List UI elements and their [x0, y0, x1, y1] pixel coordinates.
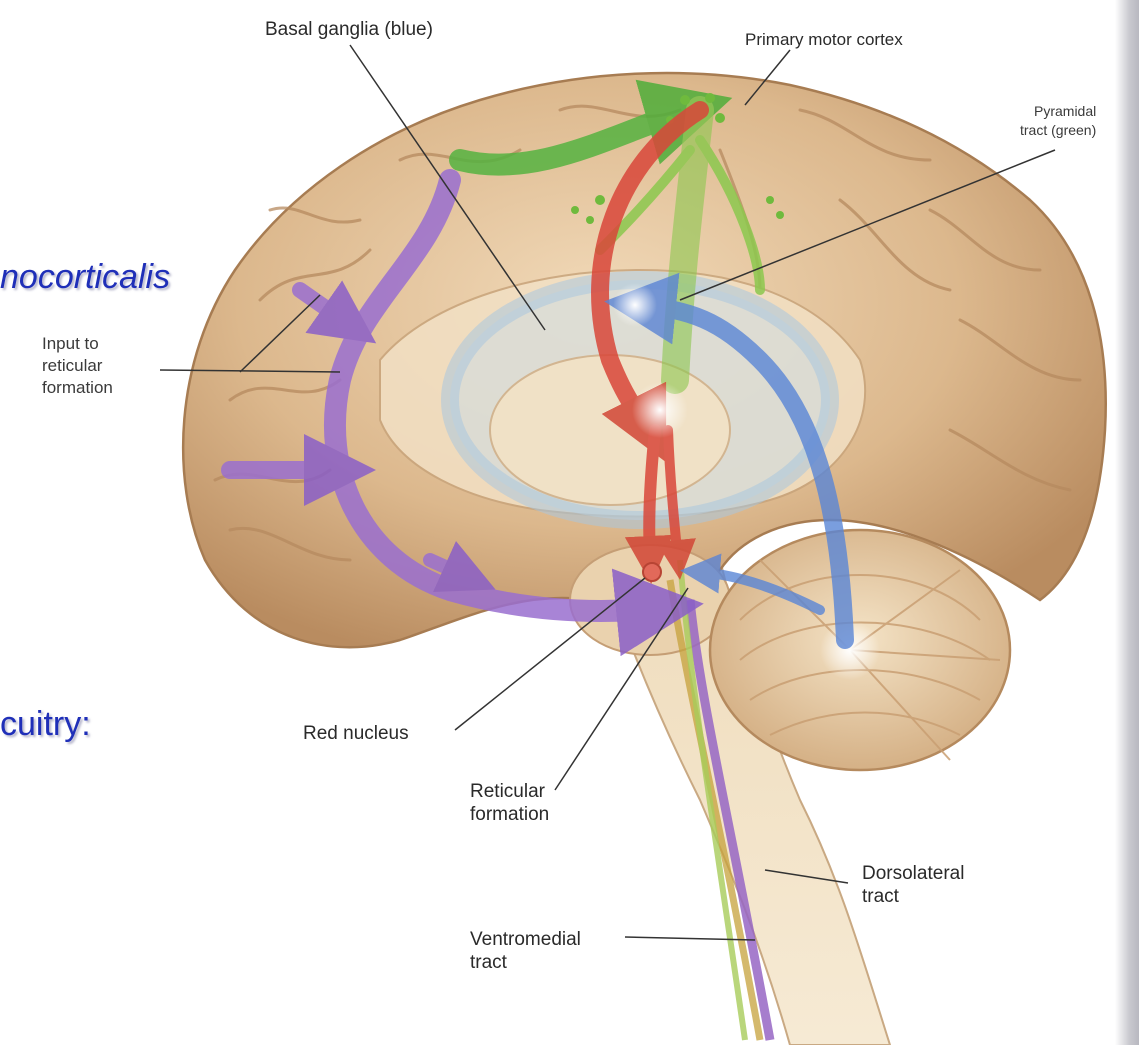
slide-text-fragment-2: cuitry: [0, 705, 91, 744]
basal-glow [613, 283, 657, 327]
slide-text-fragment-1: nocorticalis [0, 258, 170, 297]
label-input-reticular: Input to reticular formation [42, 333, 113, 399]
label-pyramidal-tract: Pyramidal tract (green) [1020, 102, 1096, 140]
label-ventromedial-tract: Ventromedial tract [470, 928, 581, 974]
thalamus-glow [632, 382, 688, 438]
label-red-nucleus: Red nucleus [303, 722, 409, 745]
leader-ventromedial [625, 937, 755, 940]
label-reticular-formation: Reticular formation [470, 780, 549, 826]
label-primary-motor-cortex: Primary motor cortex [745, 28, 903, 51]
label-basal-ganglia: Basal ganglia (blue) [265, 18, 433, 41]
page-edge-shadow [1115, 0, 1139, 1045]
red-nucleus [643, 563, 661, 581]
label-dorsolateral-tract: Dorsolateral tract [862, 862, 964, 908]
